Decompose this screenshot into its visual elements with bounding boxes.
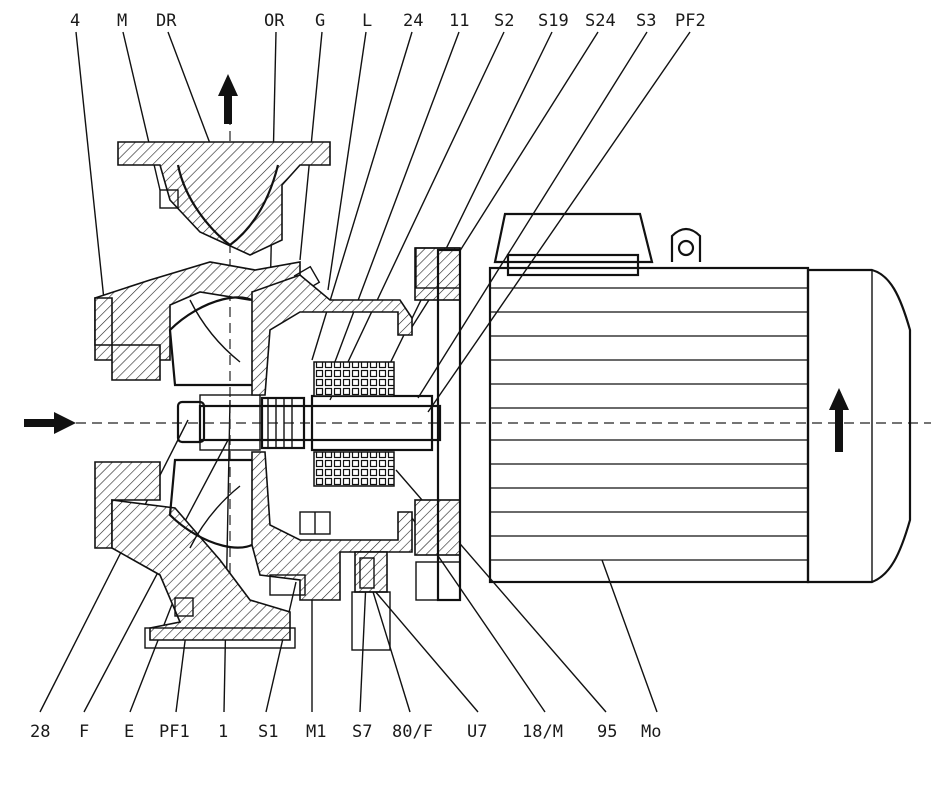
label-L: L xyxy=(362,11,372,31)
label-S19: S19 xyxy=(538,11,569,31)
suction-flow-arrow xyxy=(24,412,76,434)
label-28: 28 xyxy=(30,722,50,742)
bottom-callout-labels: 28 F E PF1 1 S1 M1 S7 80/F U7 18/M 95 Mo xyxy=(30,722,661,742)
rotation-arrow xyxy=(829,388,849,452)
top-callout-labels: 4 M DR OR G L 24 11 S2 S19 S24 S3 PF2 xyxy=(70,11,706,31)
flow-arrows xyxy=(24,74,849,452)
label-S2: S2 xyxy=(494,11,514,31)
label-S24: S24 xyxy=(585,11,616,31)
label-18M: 18/M xyxy=(522,722,563,742)
label-1: 1 xyxy=(218,722,228,742)
label-DR: DR xyxy=(156,11,177,31)
bracket-foot xyxy=(351,551,391,651)
label-4: 4 xyxy=(70,11,80,31)
label-PF1: PF1 xyxy=(159,722,190,742)
label-S3: S3 xyxy=(636,11,656,31)
label-G: G xyxy=(315,11,325,31)
pump-casing xyxy=(94,141,331,649)
label-OR: OR xyxy=(264,11,285,31)
label-Mo: Mo xyxy=(641,722,661,742)
label-M: M xyxy=(117,11,127,31)
label-PF2: PF2 xyxy=(675,11,706,31)
label-S7: S7 xyxy=(352,722,372,742)
drain-plug xyxy=(299,511,331,535)
label-E: E xyxy=(124,722,134,742)
label-11: 11 xyxy=(449,11,469,31)
label-80F: 80/F xyxy=(392,722,433,742)
label-U7: U7 xyxy=(467,722,487,742)
coupling-elements xyxy=(313,361,395,487)
label-S1: S1 xyxy=(258,722,278,742)
label-M1: M1 xyxy=(306,722,326,742)
label-24: 24 xyxy=(403,11,423,31)
label-F: F xyxy=(79,722,89,742)
label-95: 95 xyxy=(597,722,617,742)
discharge-flow-arrow xyxy=(218,74,238,124)
motor-flange xyxy=(414,247,462,602)
casing-cover xyxy=(251,274,413,601)
electric-motor xyxy=(488,212,912,584)
